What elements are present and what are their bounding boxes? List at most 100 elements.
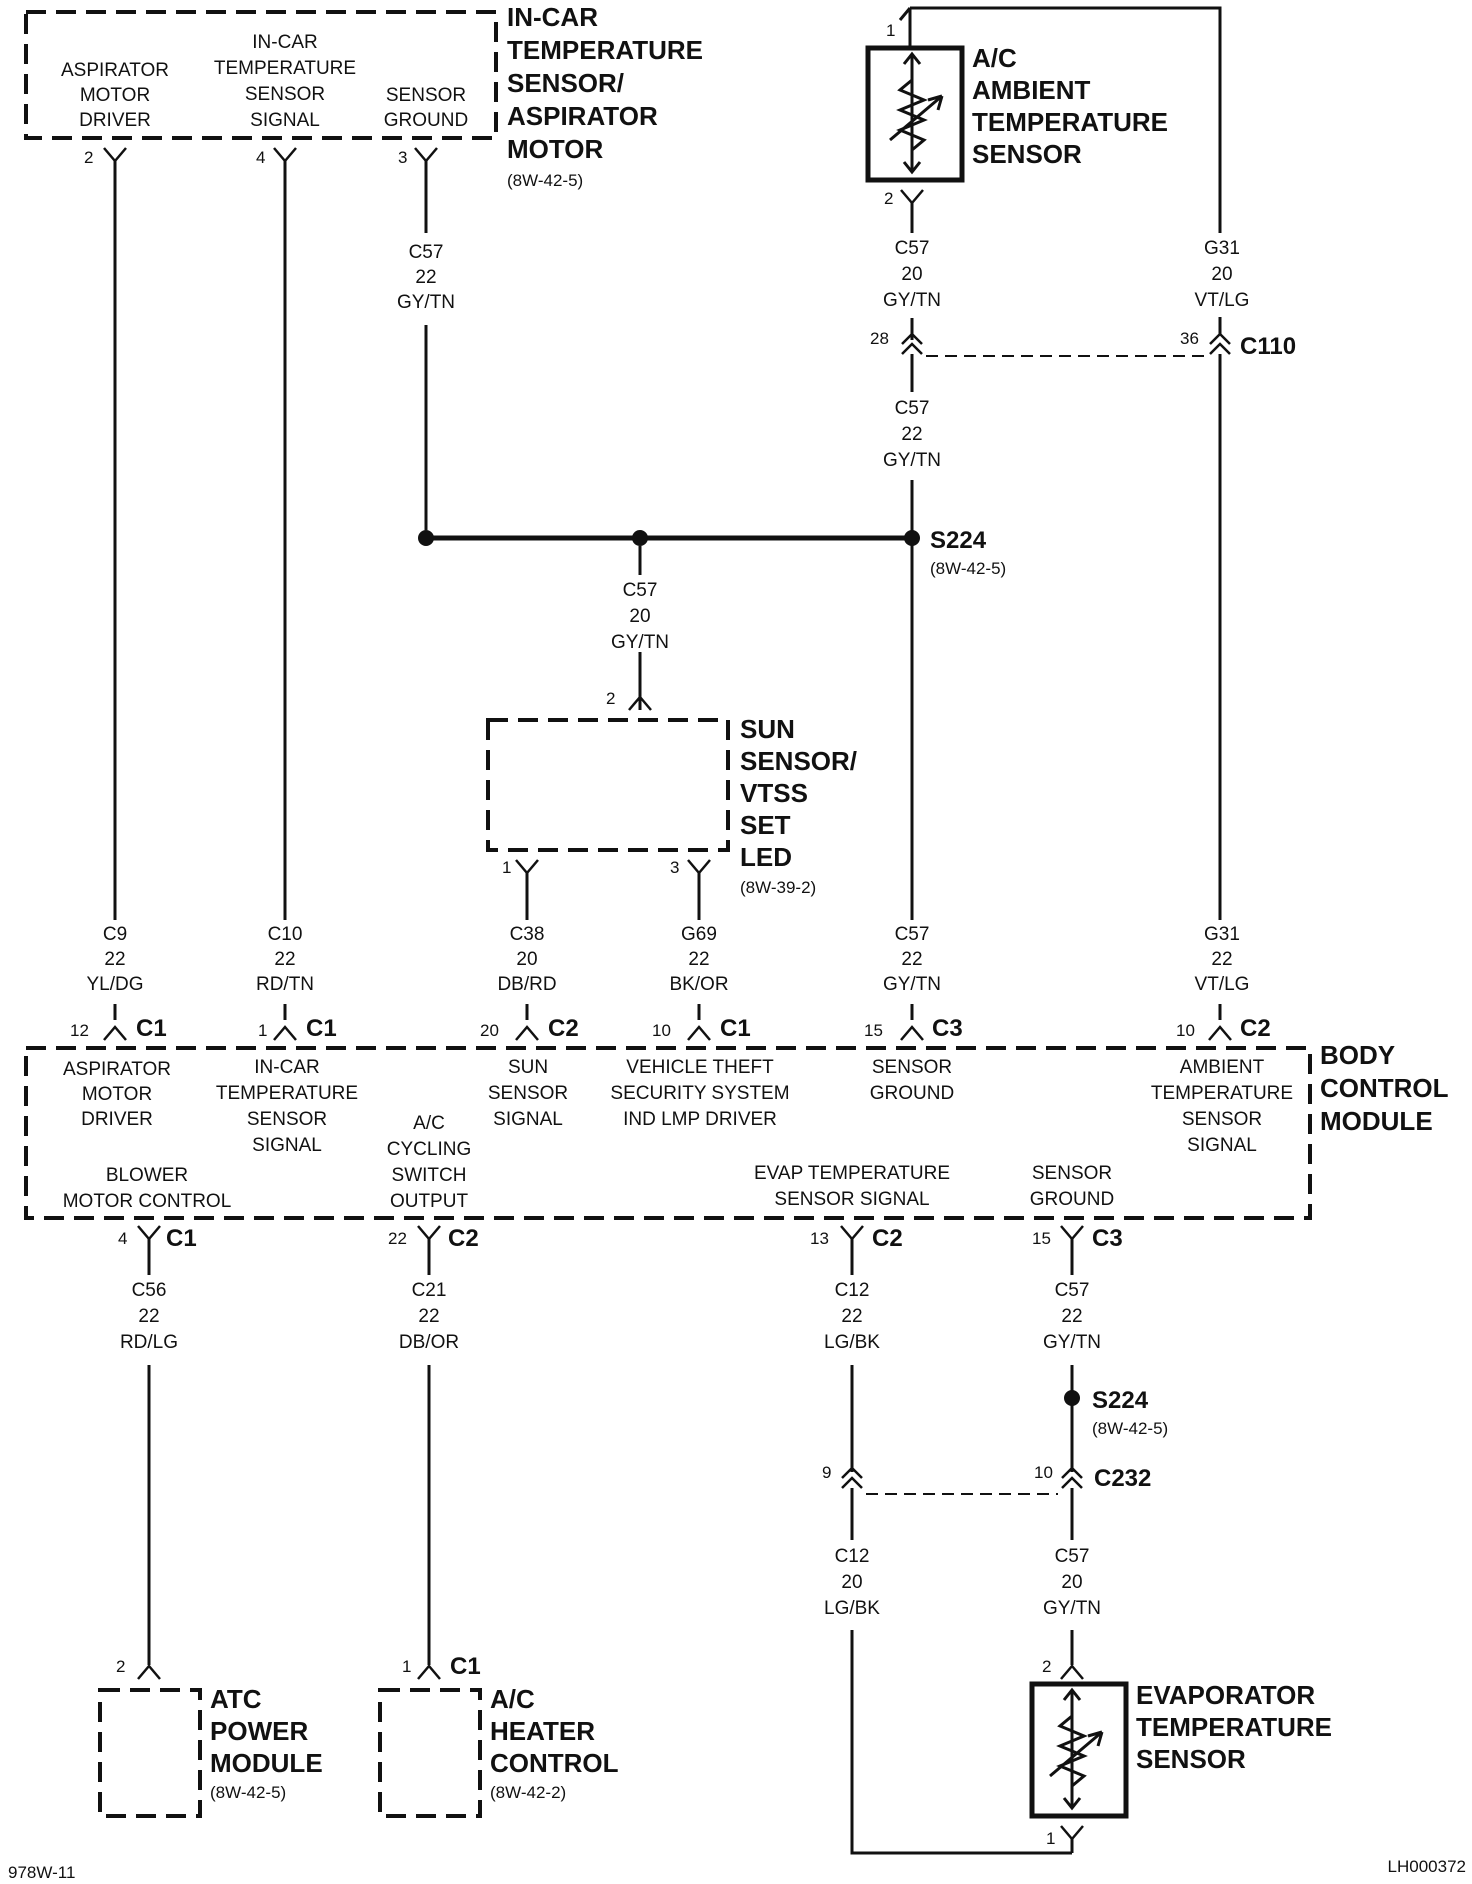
wire-c57-mid-color: GY/TN — [883, 450, 941, 471]
evap-title-l1: EVAPORATOR — [1136, 1680, 1315, 1710]
s224-splice-top: S224 (8W-42-5) — [418, 527, 1006, 578]
wire-c57-incar-id: C57 — [409, 242, 444, 263]
evap-pin2-terminal — [1060, 1664, 1084, 1680]
bcm-bot-pin3-conn: C2 — [872, 1225, 903, 1252]
ambient-title-l4: SENSOR — [972, 139, 1082, 169]
bcm-bot-pin2-number: 22 — [388, 1229, 407, 1248]
wire-c38-color: DB/RD — [497, 974, 556, 995]
sun-pin3-terminal — [687, 859, 711, 875]
wire-c12-bot-gauge: 20 — [841, 1572, 862, 1593]
incar-title-l1: IN-CAR — [507, 2, 598, 32]
c9-label-bg — [84, 920, 148, 1004]
bcm-bot-pin4-conn: C3 — [1092, 1225, 1123, 1252]
wire-c12-top-color: LG/BK — [824, 1332, 880, 1353]
bcm-c2-pin10-terminal — [1208, 1025, 1232, 1041]
incar-pin2-label-l4: SIGNAL — [250, 110, 320, 131]
wire-label-c12-top: C12 22 LG/BK — [824, 1280, 880, 1353]
bcm-sensor-ground-bot-l1: SENSOR — [1032, 1163, 1112, 1184]
bcm-title-l3: MODULE — [1320, 1106, 1433, 1136]
footer-right-code: LH000372 — [1388, 1857, 1466, 1876]
bcm-vtss-l2: SECURITY SYSTEM — [610, 1083, 789, 1104]
bcm-top-pin3-number: 20 — [480, 1021, 499, 1040]
wire-g31-bcm-id: G31 — [1204, 924, 1240, 945]
ambient-title-l3: TEMPERATURE — [972, 107, 1168, 137]
wire-c56-gauge: 22 — [138, 1306, 159, 1327]
wire-label-c21: C21 22 DB/OR — [399, 1280, 459, 1353]
bcm-blower-l1: BLOWER — [106, 1165, 188, 1186]
evap-thermistor-icon — [1056, 1714, 1088, 1788]
incar-pin3-number: 3 — [398, 148, 407, 167]
bcm-ambient-l3: SENSOR — [1182, 1109, 1262, 1130]
incar-pin2-label-l3: SENSOR — [245, 84, 325, 105]
ambient-pin2-number: 2 — [884, 189, 893, 208]
c232-pin-right: 10 — [1034, 1463, 1053, 1482]
bcm-title-l2: CONTROL — [1320, 1073, 1449, 1103]
bcm-blower-l2: MOTOR CONTROL — [63, 1191, 232, 1212]
wire-c12-bot — [850, 1488, 1072, 1855]
incar-pin2-label-l1: IN-CAR — [252, 32, 317, 53]
incar-sensor-box — [24, 10, 498, 140]
g31-bcm-label-bg — [1188, 920, 1254, 1004]
wire-c10-id: C10 — [268, 924, 303, 945]
bcm-evap-l2: SENSOR SIGNAL — [774, 1189, 929, 1210]
heater-pin-number: 1 — [402, 1657, 411, 1676]
ambient-sensor-box — [865, 45, 965, 183]
wire-c57-mid-id: C57 — [895, 398, 930, 419]
wire-g69-gauge: 22 — [688, 949, 709, 970]
wire-c57-incar-color: GY/TN — [397, 292, 455, 313]
wire-label-c57-ambient: C57 20 GY/TN — [883, 238, 941, 311]
wire-label-c57-mid: C57 22 GY/TN — [883, 398, 941, 471]
incar-pin4-number: 4 — [256, 148, 265, 167]
bcm-c3-pin15-terminal — [900, 1025, 924, 1041]
wire-label-c57-sun: C57 20 GY/TN — [611, 580, 669, 653]
atc-module-box — [98, 1688, 202, 1818]
bcm-ambient-l2: TEMPERATURE — [1151, 1083, 1293, 1104]
ambient-pin2-terminal — [900, 189, 924, 205]
wire-c38-gauge: 20 — [516, 949, 537, 970]
incar-pin2-terminal — [103, 147, 127, 163]
incar-title-l5: MOTOR — [507, 134, 604, 164]
c38-label-bg — [494, 920, 560, 1004]
incar-pin4-terminal — [273, 147, 297, 163]
wire-c57-sun-color: GY/TN — [611, 632, 669, 653]
bcm-c1-pin1-terminal — [273, 1025, 297, 1041]
evap-variable-arrow-icon — [1049, 1730, 1104, 1778]
bcm-bot-pin2-conn: C2 — [448, 1225, 479, 1252]
wire-c57-bcm-gauge: 22 — [901, 949, 922, 970]
thermistor-icon — [896, 78, 928, 152]
bcm-incar-l4: SIGNAL — [252, 1135, 322, 1156]
c232-connector: 9 10 C232 — [822, 1463, 1151, 1495]
wire-label-c57-evap-top: C57 22 GY/TN — [1043, 1280, 1101, 1353]
bcm-c2-pin20-terminal — [515, 1025, 539, 1041]
sun-pin2-terminal — [628, 695, 652, 711]
g69-label-bg — [666, 920, 732, 1004]
bcm-sun-l2: SENSOR — [488, 1083, 568, 1104]
sun-pin3-number: 3 — [670, 858, 679, 877]
bcm-bot-pin1-conn: C1 — [166, 1225, 197, 1252]
wire-c21-color: DB/OR — [399, 1332, 459, 1353]
evap-element-arrows — [1062, 1687, 1082, 1811]
c10-label-bg — [254, 920, 318, 1004]
bcm-top-pin6-conn: C2 — [1240, 1015, 1271, 1042]
atc-title-l3: MODULE — [210, 1748, 323, 1778]
c232-pin10-terminal — [1061, 1466, 1083, 1489]
wire-c21-gauge: 22 — [418, 1306, 439, 1327]
ambient-element-arrows — [902, 51, 922, 175]
atc-module-component: 2 ATC POWER MODULE (8W-42-5) — [98, 1657, 323, 1818]
bcm-ac-cycling-l3: SWITCH — [392, 1165, 467, 1186]
bcm-bot-pin1-number: 4 — [118, 1229, 127, 1248]
c110-pin28-terminal — [901, 332, 923, 355]
wire-c57-bcm-color: GY/TN — [883, 974, 941, 995]
ambient-title-l2: AMBIENT — [972, 75, 1091, 105]
incar-pin3-label-l1: SENSOR — [386, 85, 466, 106]
wire-c38-id: C38 — [510, 924, 545, 945]
bcm-c1-pin12-terminal — [103, 1025, 127, 1041]
bcm-top-pin1-number: 12 — [70, 1021, 89, 1040]
bcm-top-pin2-conn: C1 — [306, 1015, 337, 1042]
splice-node-center — [632, 530, 648, 546]
wire-c57-bcm-id: C57 — [895, 924, 930, 945]
bcm-incar-l1: IN-CAR — [254, 1057, 319, 1078]
wire-c57-evap-bot-id: C57 — [1055, 1546, 1090, 1567]
atc-title-l1: ATC — [210, 1684, 262, 1714]
